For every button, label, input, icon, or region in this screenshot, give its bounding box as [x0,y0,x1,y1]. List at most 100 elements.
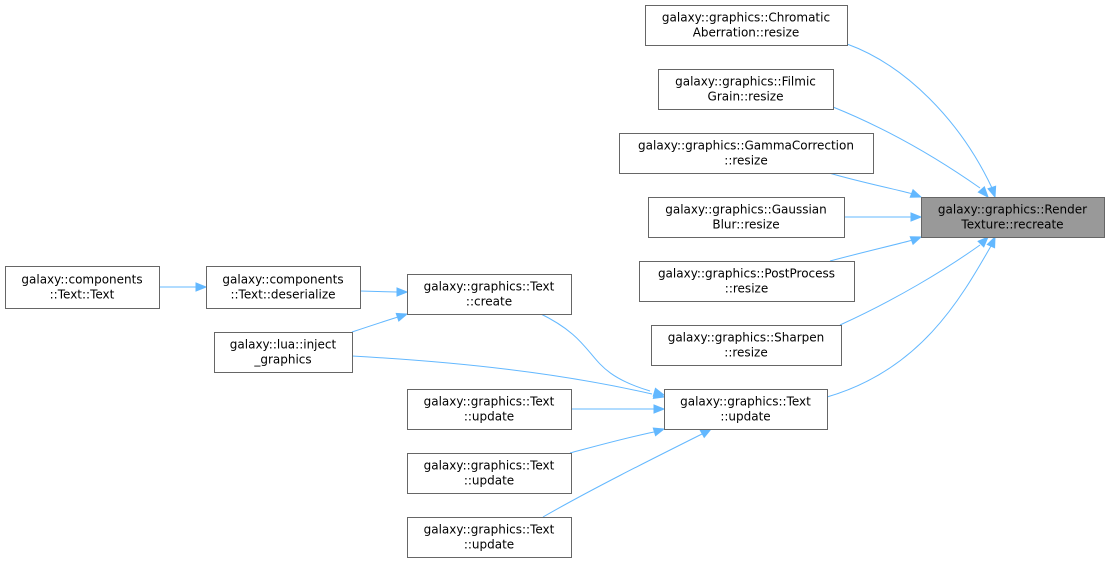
node-label-line: galaxy::graphics::Text [424,280,555,294]
edge-chromatic_aberration_resize-to-render_texture_recreate [846,43,997,199]
node-text-update-main[interactable]: galaxy::graphics::Text::update [664,389,828,430]
edge-components_text_text-to-components_text_deserialize [159,282,208,292]
edge-arrowhead [910,212,923,222]
node-label-line: galaxy::lua::inject [230,338,337,352]
node-text-update-b[interactable]: galaxy::graphics::Text::update [407,453,572,494]
node-label-line: ::update [464,410,514,424]
node-chromatic-aberration-resize[interactable]: galaxy::graphics::ChromaticAberration::r… [645,5,848,46]
node-components-text-text[interactable]: galaxy::components::Text::Text [5,266,160,309]
node-components-text-deserialize[interactable]: galaxy::components::Text::deserialize [206,266,361,309]
node-text-update-a[interactable]: galaxy::graphics::Text::update [407,389,572,430]
node-label-line: galaxy::graphics::Filmic [675,75,816,89]
node-box [639,261,855,302]
node-label-line: galaxy::graphics::Gaussian [665,203,827,217]
edge-gaussian_blur_resize-to-render_texture_recreate [844,212,923,222]
edge-arrowhead [986,235,996,249]
edge-lua_inject_graphics-to-text_create [351,312,409,333]
node-label-line: ::update [720,410,770,424]
node-label-line: ::resize [725,282,768,296]
edge-arrowhead [395,312,409,322]
edge-text_update_a-to-text_update_main [571,404,666,414]
node-label-line: galaxy::components [222,273,343,287]
node-label-line: _graphics [253,353,311,367]
edge-arrowhead [977,186,989,199]
edge-line [829,239,914,262]
edge-components_text_deserialize-to-text_create [359,287,409,297]
edge-post_process_resize-to-render_texture_recreate [829,236,923,262]
edge-arrowhead [909,236,923,246]
node-box [921,197,1105,238]
edge-line [826,245,992,398]
node-label-line: galaxy::graphics::Text [424,395,555,409]
edge-filmic_grain_resize-to-render_texture_recreate [832,106,989,199]
edge-line [538,312,651,392]
edge-arrowhead [699,428,713,439]
node-label-line: ::Text::Text [50,288,115,302]
node-box [214,332,353,373]
node-label-line: Grain::resize [708,90,784,104]
node-label-line: galaxy::graphics::PostProcess [658,267,835,281]
node-box [645,5,848,46]
edge-line [351,316,399,333]
node-label-line: Aberration::resize [693,26,800,40]
edge-line [569,431,655,454]
edge-arrowhead [987,185,997,199]
edge-line [839,244,981,326]
edge-text_update_b-to-text_update_main [569,427,666,454]
edge-arrowhead [653,404,666,414]
edge-arrowhead [652,427,666,437]
edge-arrowhead [396,287,409,297]
node-label-line: galaxy::graphics::Sharpen [668,331,825,345]
edge-arrowhead [977,236,989,248]
node-box [5,266,160,309]
edge-line [359,290,398,293]
node-label-line: galaxy::graphics::Chromatic [662,11,830,25]
node-box [648,197,845,238]
edge-sharpen_resize-to-render_texture_recreate [839,236,989,326]
node-text-update-c[interactable]: galaxy::graphics::Text::update [407,517,572,558]
node-label-line: Blur::resize [712,218,779,232]
node-box [664,389,828,430]
node-post-process-resize[interactable]: galaxy::graphics::PostProcess::resize [639,261,855,302]
node-label-line: galaxy::graphics::Text [424,459,555,473]
node-box [206,266,361,309]
node-box [651,325,842,366]
node-box [619,133,874,174]
node-box [407,274,572,315]
node-label-line: galaxy::graphics::GammaCorrection [638,139,854,153]
nodes-layer: galaxy::graphics::RenderTexture::recreat… [5,5,1105,558]
edge-arrowhead [652,389,666,400]
node-label-line: galaxy::graphics::Text [424,523,555,537]
edge-line [351,355,653,395]
node-label-line: ::update [464,538,514,552]
node-label-line: galaxy::graphics::Render [938,203,1087,217]
edge-line [846,43,993,189]
edge-lua_inject_graphics-to-text_update_main [351,355,666,400]
node-label-line: galaxy::components [21,273,142,287]
node-label-line: galaxy::graphics::Text [680,395,811,409]
node-label-line: Texture::recreate [960,218,1063,232]
edge-arrowhead [195,282,208,292]
node-text-create[interactable]: galaxy::graphics::Text::create [407,274,572,315]
edge-arrowhead [909,188,923,198]
edge-gamma_correction_resize-to-render_texture_recreate [828,172,923,198]
node-box [407,517,572,558]
node-label-line: ::resize [724,154,767,168]
edge-line [542,433,703,518]
node-box [407,453,572,494]
node-label-line: ::Text::deserialize [230,288,335,302]
node-label-line: ::update [464,474,514,488]
node-lua-inject-graphics[interactable]: galaxy::lua::inject_graphics [214,332,353,373]
node-label-line: ::resize [724,346,767,360]
edges-layer [159,43,997,518]
edge-line [828,172,914,195]
edge-text_update_main-to-render_texture_recreate [826,235,996,398]
node-gamma-correction-resize[interactable]: galaxy::graphics::GammaCorrection::resiz… [619,133,874,174]
node-box [658,69,834,110]
edge-line [832,106,981,189]
node-render-texture-recreate[interactable]: galaxy::graphics::RenderTexture::recreat… [921,197,1105,238]
node-sharpen-resize[interactable]: galaxy::graphics::Sharpen::resize [651,325,842,366]
